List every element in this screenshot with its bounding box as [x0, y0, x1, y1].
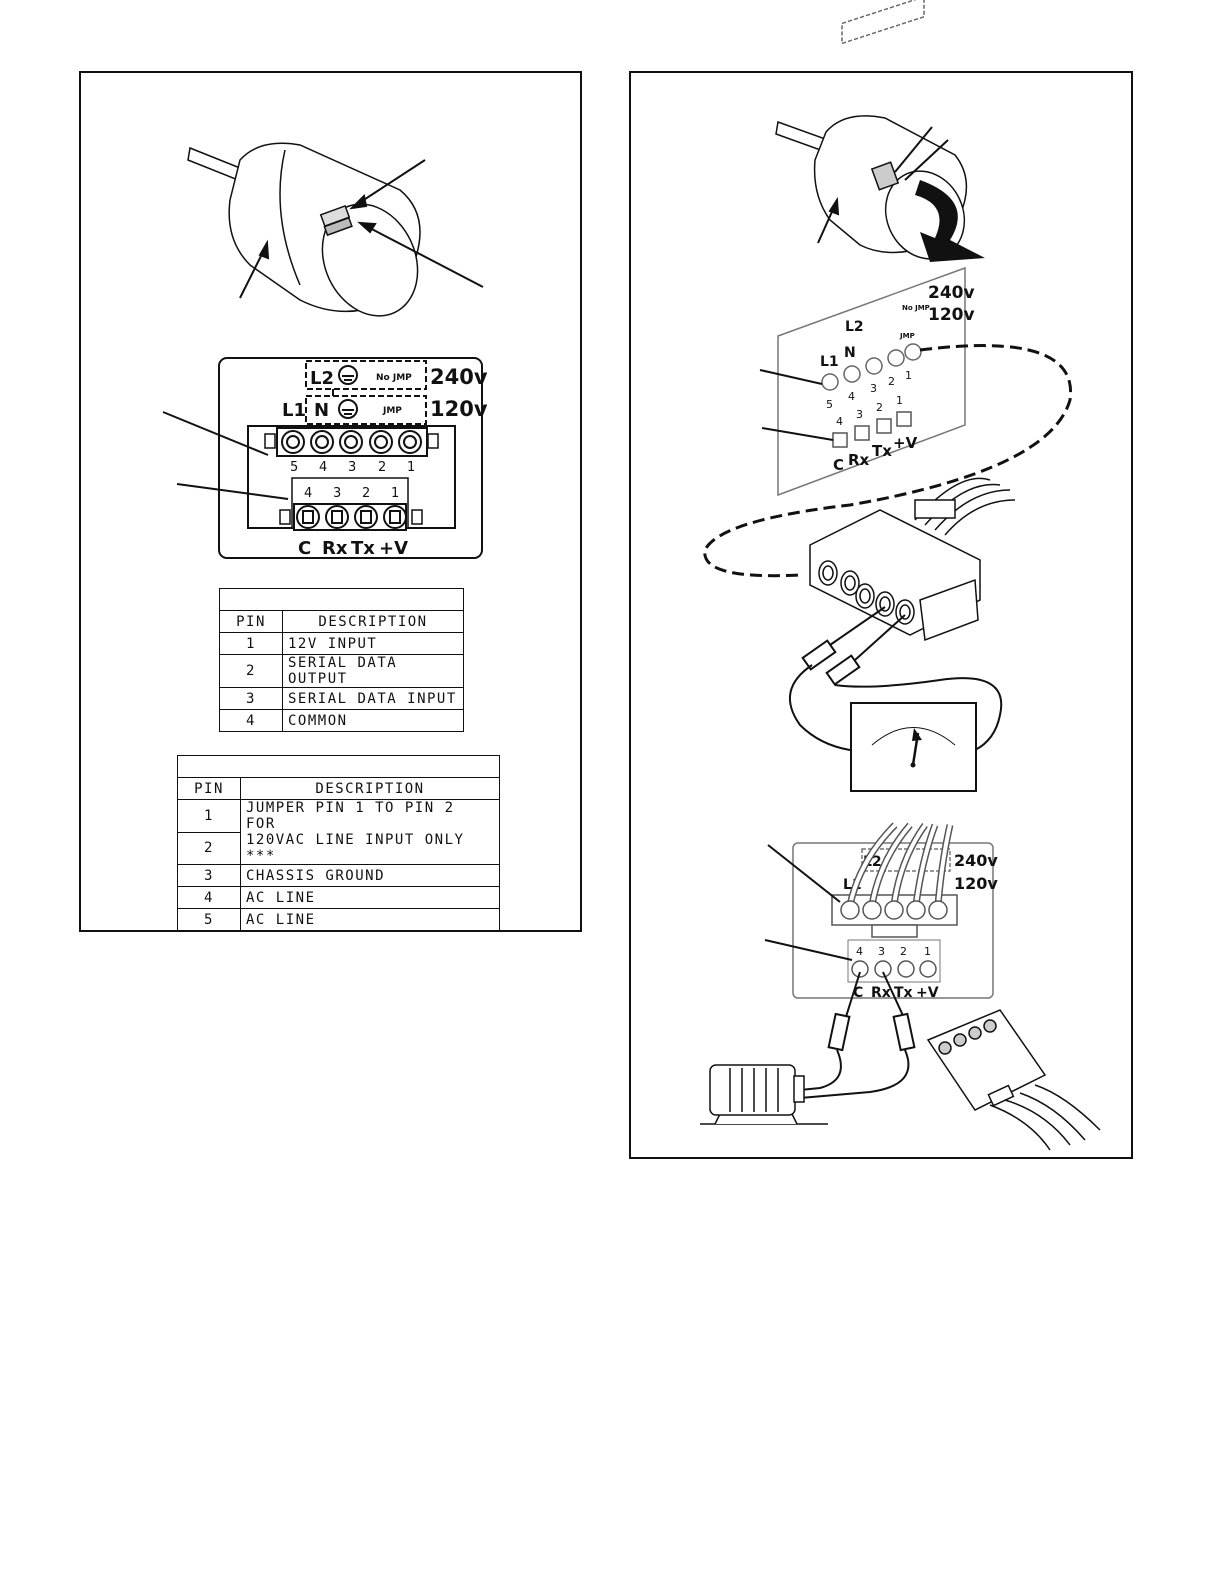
power-connector-pins [281, 430, 422, 454]
power-pin-2: 2 [888, 375, 895, 388]
power-pin-4: 4 [848, 390, 855, 403]
voltmeter-icon [850, 702, 977, 792]
power-pin-3: 3 [870, 382, 877, 395]
terminal-leader-lines [764, 844, 853, 961]
label-120v: 120v [430, 397, 488, 421]
terminal-block: L2 No JMP 240v L1 N JMP 120v 5 4 3 2 1 4… [218, 357, 488, 559]
label-c: C [833, 456, 844, 474]
pin-header: PIN [219, 610, 283, 633]
label-v: +V [893, 434, 918, 452]
control-pin-1: 1 [391, 486, 399, 501]
label-c: C [298, 538, 311, 559]
label-n: N [844, 345, 856, 361]
label-rx: Rx [871, 985, 891, 1001]
control-pin-3: 3 [333, 486, 341, 501]
pin-header: PIN [177, 777, 241, 800]
motor-illustration [187, 142, 421, 317]
control-connector-pins [832, 411, 912, 448]
terminal-leader-lines [162, 411, 289, 500]
label-tx: Tx [351, 538, 375, 559]
power-pin-1: 1 [905, 369, 912, 382]
terminal-block-wired: L2 240v L1 120v 4 3 2 1 C Rx Tx +V [792, 822, 998, 1001]
wire-harness-plug [809, 477, 1016, 642]
label-c: C [853, 985, 863, 1001]
test-leads [799, 971, 916, 1099]
power-pin-4: 4 [319, 460, 327, 475]
control-pin-2: 2 [900, 945, 907, 958]
label-v: +V [916, 985, 939, 1001]
label-rx: Rx [322, 538, 348, 559]
label-120v: 120v [928, 305, 975, 325]
power-pin-2: 2 [378, 460, 386, 475]
control-pin-3: 3 [878, 945, 885, 958]
description-header: DESCRIPTION [240, 777, 500, 800]
rotate-arrow-icon [915, 180, 985, 262]
callout-lines [239, 159, 484, 299]
power-connector-pins [821, 343, 922, 391]
control-pin-4: 4 [836, 415, 843, 428]
terminal-leader-lines [759, 369, 834, 441]
label-120v: 120v [954, 874, 998, 893]
control-pin-4: 4 [304, 486, 312, 501]
label-l1: L1 [282, 400, 306, 421]
control-pin-2: 2 [876, 401, 883, 414]
description-header: DESCRIPTION [282, 610, 464, 633]
control-connector-pins [293, 503, 407, 531]
control-pin-3: 3 [856, 408, 863, 421]
label-no-jmp: No JMP [376, 373, 412, 383]
callout-lines [817, 126, 949, 244]
label-n: N [314, 400, 329, 421]
label-no-jmp: No JMP [902, 304, 930, 312]
control-pin-1: 1 [896, 394, 903, 407]
control-pin-1: 1 [924, 945, 931, 958]
test-motor-icon [700, 1064, 828, 1125]
label-240v: 240v [928, 283, 975, 303]
power-pin-1: 1 [407, 460, 415, 475]
label-tx: Tx [894, 985, 913, 1001]
label-l2: L2 [845, 319, 864, 335]
control-pin-4: 4 [856, 945, 863, 958]
dashed-connector-path [703, 344, 1073, 578]
disconnected-plug [926, 1009, 1101, 1151]
power-pin-5: 5 [290, 460, 298, 475]
label-l1: L1 [820, 354, 839, 370]
label-240v: 240v [430, 365, 488, 389]
label-l2: L2 [310, 368, 334, 389]
label-tx: Tx [872, 442, 892, 460]
power-pin-3: 3 [348, 460, 356, 475]
label-jmp: JMP [899, 332, 915, 340]
label-rx: Rx [848, 451, 870, 469]
label-240v: 240v [954, 851, 998, 870]
meter-probes [789, 606, 1003, 751]
label-jmp: JMP [382, 406, 402, 416]
power-pin-5: 5 [826, 398, 833, 411]
label-v: +V [379, 538, 408, 559]
control-pin-2: 2 [362, 486, 370, 501]
